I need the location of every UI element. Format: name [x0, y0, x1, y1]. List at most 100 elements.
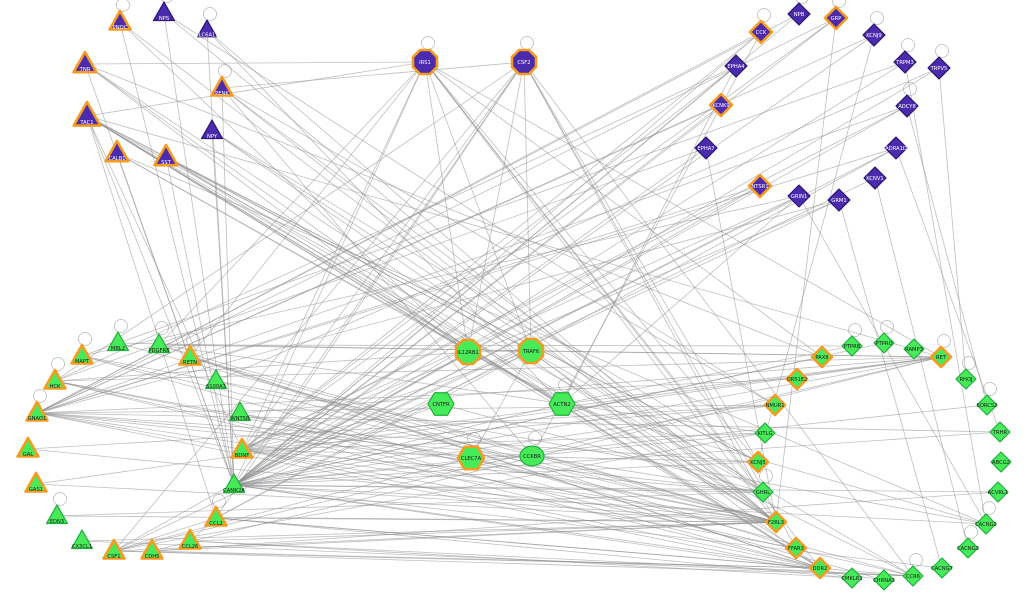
edge-CLEC7A-CSF1: [113, 457, 472, 552]
edge-MBL2-F2RL3: [117, 342, 777, 523]
node-shape: [764, 510, 788, 534]
node-CMKLR1[interactable]: CMKLR1: [841, 567, 863, 589]
selfloop-GNAO1: [33, 389, 47, 403]
node-CX3CL1[interactable]: CX3CL1: [70, 529, 94, 550]
node-shape: [204, 369, 228, 390]
node-GRIN1[interactable]: GRIN1: [787, 184, 811, 208]
node-ADRA1D[interactable]: ADRA1D: [884, 136, 908, 160]
edge-WNT5B-F2RL3: [239, 412, 777, 523]
node-shape: [178, 344, 202, 366]
node-KCNJ9[interactable]: KCNJ9: [862, 23, 886, 47]
node-ACVRL1[interactable]: ACVRL1: [987, 481, 1009, 503]
edge-CCL26-CCR6: [189, 540, 914, 577]
node-OR51E2[interactable]: OR51E2: [785, 367, 809, 391]
node-GNAO1[interactable]: GNAO1: [25, 400, 49, 422]
node-shape: [746, 450, 770, 474]
node-PENK[interactable]: PENK: [210, 75, 234, 97]
edge-CAMK2A-CACNG2: [233, 484, 987, 525]
node-PNOC[interactable]: PNOC: [108, 9, 132, 31]
edge-PENK-CCKBR: [221, 87, 533, 457]
node-GRP[interactable]: GRP: [823, 5, 849, 31]
node-ABCG2[interactable]: ABCG2: [990, 451, 1012, 473]
selfloop-RET: [937, 334, 951, 348]
node-KCNJ5[interactable]: KCNJ5: [746, 450, 770, 474]
node-EPHA7[interactable]: EPHA7: [694, 136, 718, 160]
node-NPS[interactable]: NPS: [152, 1, 176, 22]
node-shape: [196, 19, 218, 38]
node-TRHR[interactable]: TRHR: [989, 421, 1011, 443]
edge-TNR-PAX8: [84, 63, 823, 358]
edge-WNT5B-DDR2: [239, 412, 821, 569]
node-EDN3[interactable]: EDN3: [45, 504, 69, 525]
edge-SLC6A12-CAMK2A: [206, 29, 235, 486]
node-ACTN2[interactable]: ACTN2: [548, 392, 576, 416]
node-SORCS2[interactable]: SORCS2: [976, 394, 998, 416]
node-CLEC7A[interactable]: CLEC7A: [456, 445, 486, 471]
node-CACNG3[interactable]: CACNG3: [957, 537, 979, 559]
node-GAL[interactable]: GAL: [16, 436, 40, 458]
selfloop-CSF2: [520, 36, 534, 50]
node-MBL2[interactable]: MBL2: [106, 331, 130, 352]
node-NPB[interactable]: NPB: [787, 2, 811, 26]
edges-layer: [27, 12, 1001, 581]
node-IL12RB1[interactable]: IL12RB1: [454, 338, 482, 366]
node-IRS1[interactable]: IRS1: [411, 48, 439, 76]
edge-GAL-F2RL3: [27, 448, 777, 523]
node-TRPV5[interactable]: TRPV5: [927, 56, 951, 80]
edge-SLC6A12-ACTN2: [206, 29, 563, 405]
node-TRAF6[interactable]: TRAF6: [517, 337, 545, 365]
node-NMUR1[interactable]: NMUR1: [763, 393, 787, 417]
edge-GRIN1-ACTN2: [561, 195, 800, 405]
edge-GRP-BDNF: [241, 17, 837, 451]
node-CSF2[interactable]: CSF2: [510, 48, 538, 76]
node-RET[interactable]: RET: [929, 345, 953, 369]
node-HCK[interactable]: HCK: [43, 368, 67, 390]
selfloop-ADCY8: [903, 82, 917, 96]
selfloop-CCR6: [909, 553, 923, 567]
node-shape: [519, 445, 545, 467]
node-DDR2[interactable]: DDR2: [808, 556, 832, 580]
node-PTPRB[interactable]: PTPRB: [841, 335, 863, 357]
node-NPY[interactable]: NPY: [200, 119, 224, 140]
node-shape: [104, 139, 130, 163]
node-shape: [153, 143, 179, 167]
node-RAMP3[interactable]: RAMP3: [903, 338, 925, 360]
node-F2RL3[interactable]: F2RL3: [764, 510, 788, 534]
node-MAPT[interactable]: MAPT: [70, 343, 94, 365]
node-shape: [72, 50, 98, 74]
edge-EDN3-GHRL: [56, 491, 764, 517]
edge-CSF2-TRAF6: [523, 61, 532, 352]
selfloop-EDN3: [53, 492, 67, 506]
node-WNT5B[interactable]: WNT5B: [228, 401, 252, 422]
node-TRPM3[interactable]: TRPM3: [893, 50, 917, 74]
edge-CSF2-BDNF: [241, 61, 525, 451]
node-shape: [747, 173, 773, 199]
node-shape: [70, 529, 94, 550]
node-CNTFR[interactable]: CNTFR: [427, 392, 455, 416]
edge-IRS1-RET: [424, 61, 942, 358]
edge-HCK-RET: [54, 356, 942, 382]
node-shape: [976, 394, 998, 416]
node-TAC1[interactable]: TAC1: [72, 100, 102, 127]
node-CCR6[interactable]: CCR6: [902, 565, 924, 587]
node-CALB1[interactable]: CALB1: [104, 139, 130, 163]
edge-TAC1-RET: [86, 115, 942, 358]
node-SLC6A12[interactable]: SLC6A12: [195, 19, 219, 38]
node-shape: [70, 343, 94, 365]
selfloop-CACNG2: [982, 501, 996, 515]
node-CACNG7[interactable]: CACNG7: [931, 557, 953, 579]
node-CCKBR[interactable]: CCKBR: [519, 445, 545, 467]
node-CACNG2[interactable]: CACNG2: [975, 513, 997, 535]
node-KCNV1[interactable]: KCNV1: [863, 166, 887, 190]
selfloop-NPS: [161, 0, 173, 3]
selfloop-PTPRO: [880, 320, 894, 334]
node-ADCY8[interactable]: ADCY8: [895, 94, 919, 118]
selfloop-HCK: [51, 357, 65, 371]
node-shape: [200, 119, 224, 140]
node-shape: [808, 556, 832, 580]
node-TNR[interactable]: TNR: [72, 50, 98, 74]
edge-NTSR1-GNAO1: [36, 185, 761, 414]
node-PAX8[interactable]: PAX8: [810, 345, 834, 369]
edge-ACTN2-CACNG2: [561, 403, 987, 525]
edge-ADCY8-SORCS2: [906, 105, 988, 406]
